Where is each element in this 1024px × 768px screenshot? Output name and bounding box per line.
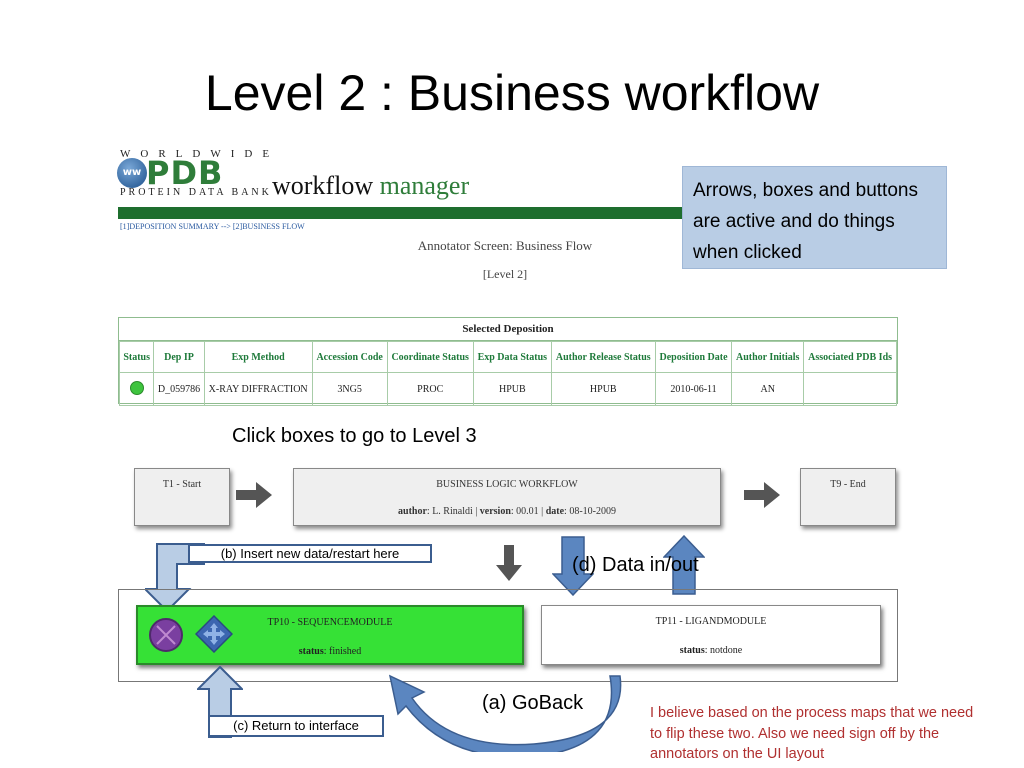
author-value: L. Rinaldi — [432, 506, 473, 517]
table-caption: Selected Deposition — [119, 318, 897, 341]
col-dep-ip: Dep IP — [153, 341, 205, 373]
slide-title: Level 2 : Business workflow — [204, 65, 820, 121]
business-logic-box[interactable]: BUSINESS LOGIC WORKFLOW author: L. Rinal… — [293, 468, 721, 526]
status-key: status — [679, 645, 705, 656]
logo-pdb: PDB — [146, 154, 224, 192]
table-row[interactable]: D_059786 X-RAY DIFFRACTION 3NG5 PROC HPU… — [118, 372, 897, 406]
note-goback: (a) GoBack — [482, 692, 584, 714]
col-accession: Accession Code — [311, 341, 388, 373]
note-click-boxes: Click boxes to go to Level 3 — [232, 425, 477, 447]
down-arrow-icon[interactable] — [552, 536, 594, 596]
logo-worldwide: WORLDWIDE — [120, 148, 280, 160]
col-pdb-ids: Associated PDB Ids — [803, 341, 897, 373]
meta-separator: | — [475, 506, 478, 517]
business-logic-meta: author: L. Rinaldi | version: 00.01 | da… — [398, 506, 616, 517]
col-exp-data-status: Exp Data Status — [472, 341, 552, 373]
end-task-box[interactable]: T9 - End — [800, 468, 896, 526]
table-header-row: Status Dep IP Exp Method Accession Code … — [118, 341, 897, 373]
end-task-label: T9 - End — [830, 479, 866, 490]
globe-icon: ww — [117, 158, 147, 188]
right-arrow-icon[interactable] — [236, 482, 272, 508]
header-bar — [118, 207, 798, 219]
product-name: workflow manager — [272, 171, 469, 201]
screen-title: Annotator Screen: Business Flow — [417, 238, 593, 253]
author-key: author — [398, 506, 427, 517]
status-cell — [118, 372, 155, 406]
date-key: date — [545, 506, 565, 517]
col-author-release: Author Release Status — [550, 341, 656, 373]
accession-cell: 3NG5 — [311, 372, 388, 406]
curved-arrow-icon[interactable] — [384, 672, 632, 752]
ligand-module-title: TP11 - LIGANDMODULE — [655, 616, 767, 627]
col-coord-status: Coordinate Status — [386, 341, 474, 373]
move-icon[interactable] — [195, 615, 233, 653]
selected-deposition-table: Selected Deposition Status Dep IP Exp Me… — [118, 317, 898, 406]
version-key: version — [479, 506, 511, 517]
sequence-module-status: status: finished — [298, 646, 362, 657]
note-reviewer: I believe based on the process maps that… — [650, 705, 974, 762]
up-arrow-icon[interactable] — [663, 535, 705, 595]
level-label: [Level 2] — [482, 267, 528, 281]
label-return-interface: (c) Return to interface — [208, 715, 384, 737]
status-value: finished — [329, 646, 362, 657]
right-arrow-icon[interactable] — [744, 482, 780, 508]
col-status: Status — [118, 341, 155, 373]
pdb-ids-cell — [803, 372, 897, 406]
coord-status-cell: PROC — [386, 372, 474, 406]
ligand-module-status: status: notdone — [679, 645, 743, 656]
col-exp-method: Exp Method — [203, 341, 313, 373]
meta-separator: | — [541, 506, 544, 517]
col-initials: Author Initials — [731, 341, 805, 373]
breadcrumb[interactable]: [1]DEPOSITION SUMMARY --> [2]BUSINESS FL… — [120, 222, 305, 231]
date-value: 08-10-2009 — [569, 506, 616, 517]
exp-method-cell: X-RAY DIFFRACTION — [203, 372, 313, 406]
module-row-frame — [118, 589, 898, 682]
status-dot-icon — [129, 380, 144, 395]
col-dep-date: Deposition Date — [654, 341, 733, 373]
note-data-inout: (d) Data in/out — [572, 554, 699, 576]
note-active-elements: Arrows, boxes and buttons are active and… — [682, 166, 947, 269]
down-arrow-icon[interactable] — [496, 545, 522, 581]
initials-cell: AN — [731, 372, 805, 406]
start-task-label: T1 - Start — [162, 479, 202, 490]
status-value: notdone — [710, 645, 743, 656]
product-name-part1: workflow — [272, 171, 374, 200]
business-logic-title: BUSINESS LOGIC WORKFLOW — [436, 479, 578, 490]
start-task-box[interactable]: T1 - Start — [134, 468, 230, 526]
dep-date-cell: 2010-06-11 — [654, 372, 733, 406]
author-release-cell: HPUB — [550, 372, 656, 406]
exp-data-status-cell: HPUB — [472, 372, 552, 406]
status-key: status — [298, 646, 324, 657]
version-value: 00.01 — [516, 506, 539, 517]
dep-ip-cell: D_059786 — [153, 372, 205, 406]
ligand-module-box[interactable]: TP11 - LIGANDMODULE status: notdone — [541, 605, 881, 665]
sequence-module-title: TP10 - SEQUENCEMODULE — [267, 617, 393, 628]
product-name-part2: manager — [379, 171, 470, 200]
logo-subtitle: PROTEIN DATA BANK — [120, 187, 272, 198]
label-insert-new: (b) Insert new data/restart here — [188, 544, 432, 563]
stop-icon[interactable] — [148, 617, 184, 653]
